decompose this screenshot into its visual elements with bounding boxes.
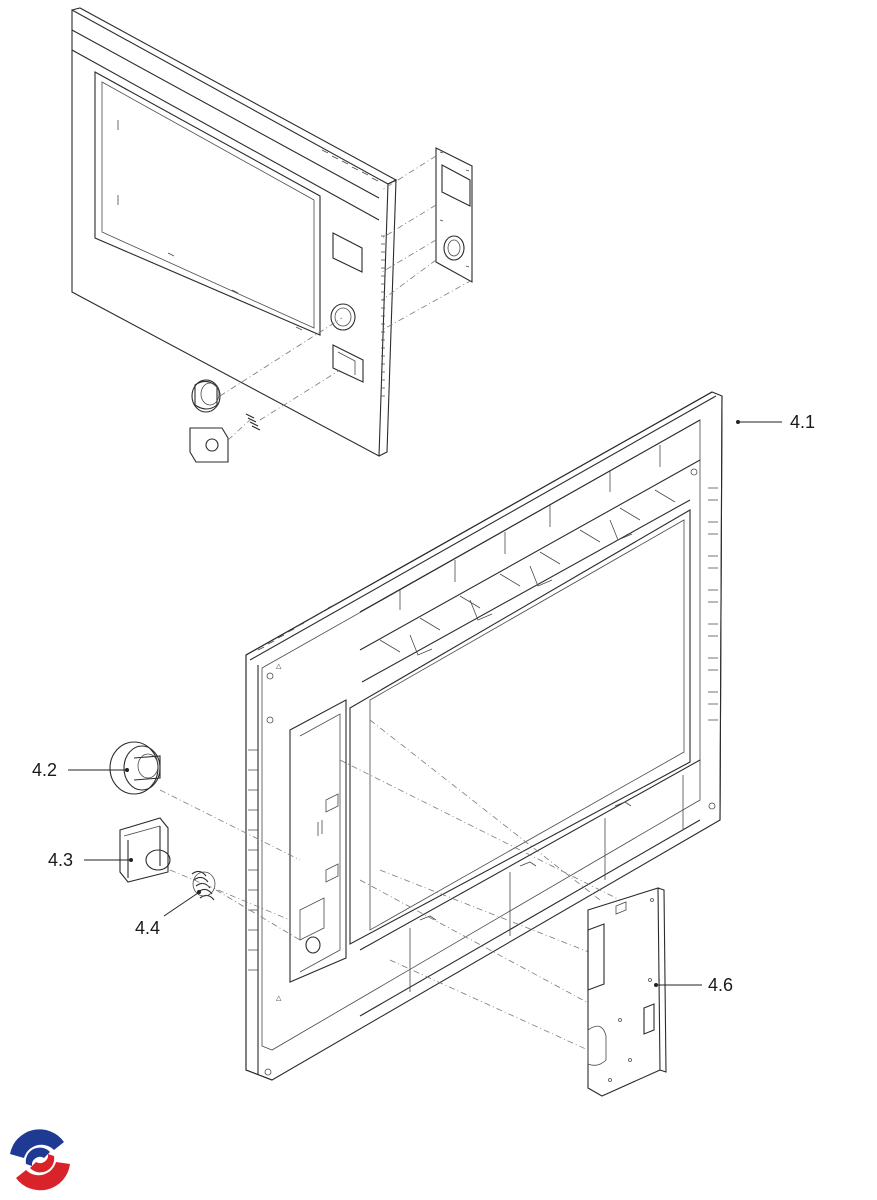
pcb-part (587, 887, 667, 1097)
right-side-slots (708, 487, 718, 721)
frame-marking-bottom: △ (276, 995, 282, 1002)
callout-label: 4.1 (790, 412, 815, 432)
spring-part (191, 870, 216, 901)
callout-label: 4.6 (708, 975, 733, 995)
main-frame: △ △ (245, 391, 723, 1081)
top-holder (189, 427, 229, 463)
knob-holder-part (119, 817, 171, 883)
callout-4-3: 4.3 (48, 850, 133, 870)
callout-4-2: 4.2 (32, 760, 129, 780)
callout-4-1: 4.1 (736, 412, 815, 432)
top-spring (245, 413, 261, 431)
top-knob (191, 379, 221, 413)
callout-4-4: 4.4 (135, 890, 201, 938)
vent-slots-top (381, 235, 385, 397)
callout-label: 4.3 (48, 850, 73, 870)
brand-logo (10, 1129, 70, 1191)
front-panel-assembly (71, 7, 473, 463)
left-side-slots (248, 749, 258, 971)
knob-part (109, 741, 161, 795)
frame-marking-top: △ (276, 663, 282, 670)
top-pcb (435, 147, 473, 283)
callout-label: 4.4 (135, 918, 160, 938)
top-ribs (379, 489, 676, 656)
callout-label: 4.2 (32, 760, 57, 780)
callout-4-6: 4.6 (654, 975, 733, 995)
